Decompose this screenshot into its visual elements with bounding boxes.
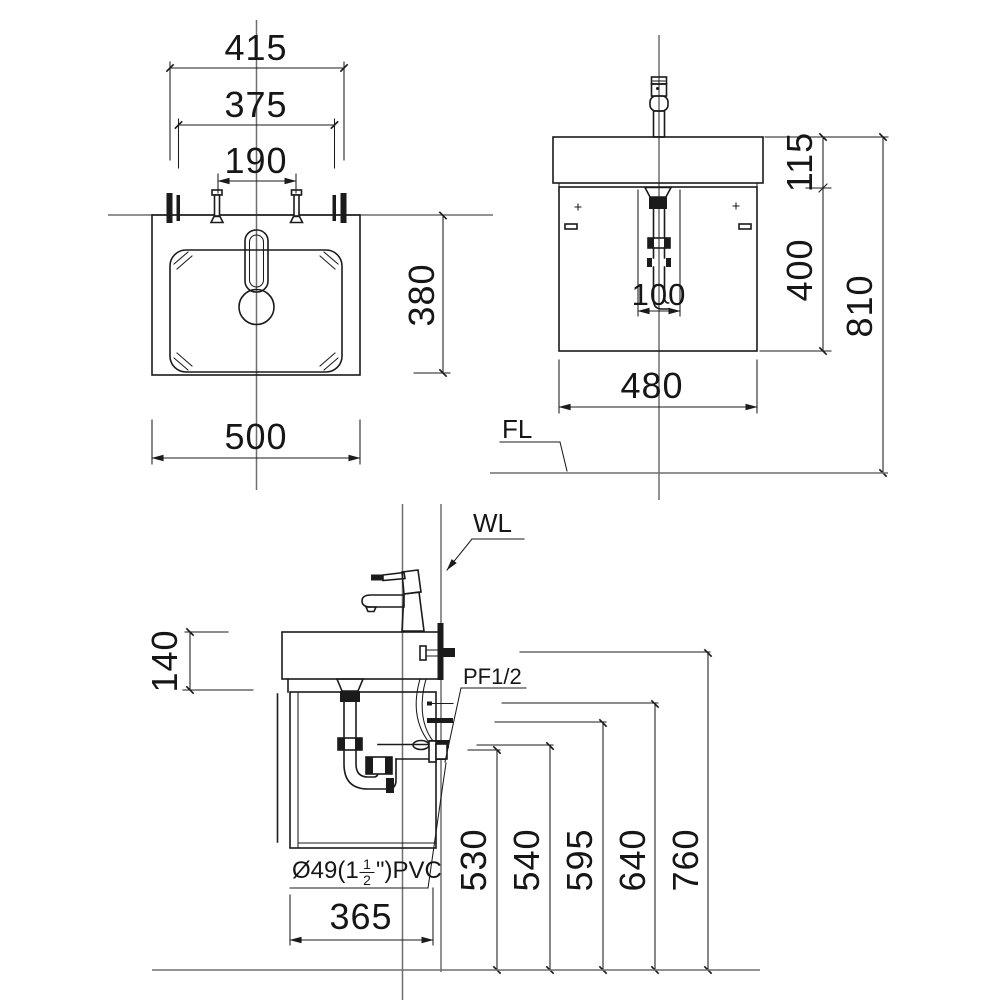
pvc-label-frac-numerator: 1 (363, 856, 371, 872)
cabinet-front (558, 186, 758, 352)
supply-thread-callout: PF1/2 (444, 664, 527, 763)
dim-text-540: 540 (506, 828, 547, 891)
floor-line-label: FL (502, 414, 532, 444)
dim-right-stack: 115 400 810 (759, 132, 889, 478)
wall-mount-bolt (419, 645, 455, 661)
dim-text-190: 190 (224, 140, 287, 181)
dim-basin-width: 500 (151, 416, 361, 465)
faucet-side (361, 569, 425, 632)
drain-trap-side (335, 678, 448, 793)
wall-brackets-plan (166, 193, 347, 223)
top-view: 415 375 190 500 380 (108, 20, 493, 490)
dim-basin-side-height: 140 (144, 627, 254, 695)
dim-text-760: 760 (665, 828, 706, 891)
front-view: 100 115 400 810 480 FL (490, 35, 889, 500)
dim-height-640: 640 (501, 699, 660, 975)
dim-text-415: 415 (224, 27, 287, 68)
dim-overall-width: 415 (165, 27, 349, 161)
dim-text-400: 400 (779, 238, 820, 301)
drain-front (643, 186, 673, 310)
basin-side-outline (281, 631, 442, 680)
wall-line-callout: WL (446, 508, 525, 571)
pvc-label-prefix: Ø49(1 (292, 857, 359, 884)
cabinet-handle-left (564, 223, 578, 230)
cabinet-side (276, 691, 437, 849)
dim-text-140: 140 (144, 629, 185, 692)
dim-text-480: 480 (620, 365, 683, 406)
dim-cabinet-width: 480 (558, 359, 758, 414)
dim-height-540: 540 (476, 741, 555, 975)
dim-text-115: 115 (779, 132, 820, 192)
dim-height-530: 530 (453, 745, 502, 975)
escutcheon (428, 740, 437, 763)
basin-plan-outline (151, 214, 361, 376)
dim-drain-spacing: 100 (632, 189, 687, 317)
faucet-plan (244, 229, 269, 293)
dim-height-595: 595 (494, 718, 608, 975)
dim-text-640: 640 (612, 828, 653, 891)
dim-text-500: 500 (224, 416, 287, 457)
dim-cabinet-depth: 365 (289, 887, 434, 946)
floor-line-callout: FL (490, 414, 888, 474)
dim-height-760: 760 (519, 648, 713, 975)
faucet-bolt-right (289, 189, 304, 224)
pvc-label-frac-denominator: 2 (363, 872, 371, 888)
cleanout-stub (386, 778, 394, 793)
cabinet-handle-right (738, 223, 752, 230)
drain-hole-plan (238, 288, 275, 326)
dim-mounting-width: 375 (174, 84, 339, 169)
dim-text-810: 810 (839, 274, 880, 337)
dim-text-595: 595 (559, 828, 600, 891)
wall-line-label: WL (473, 508, 512, 538)
pvc-pipe-callout: Ø49(1 1 2 ")PVC (289, 762, 447, 889)
supply-thread-label: PF1/2 (463, 664, 522, 689)
dim-text-100: 100 (632, 277, 687, 312)
dim-text-375: 375 (224, 84, 287, 125)
dim-basin-depth: 380 (401, 211, 451, 378)
faucet-bolt-left (210, 189, 224, 224)
dim-text-380: 380 (401, 263, 442, 326)
dim-faucet-spacing: 190 (217, 140, 297, 194)
side-view: WL (144, 504, 760, 1000)
dim-text-530: 530 (453, 828, 494, 891)
basin-front-outline (552, 136, 764, 184)
dim-text-365: 365 (329, 896, 392, 937)
